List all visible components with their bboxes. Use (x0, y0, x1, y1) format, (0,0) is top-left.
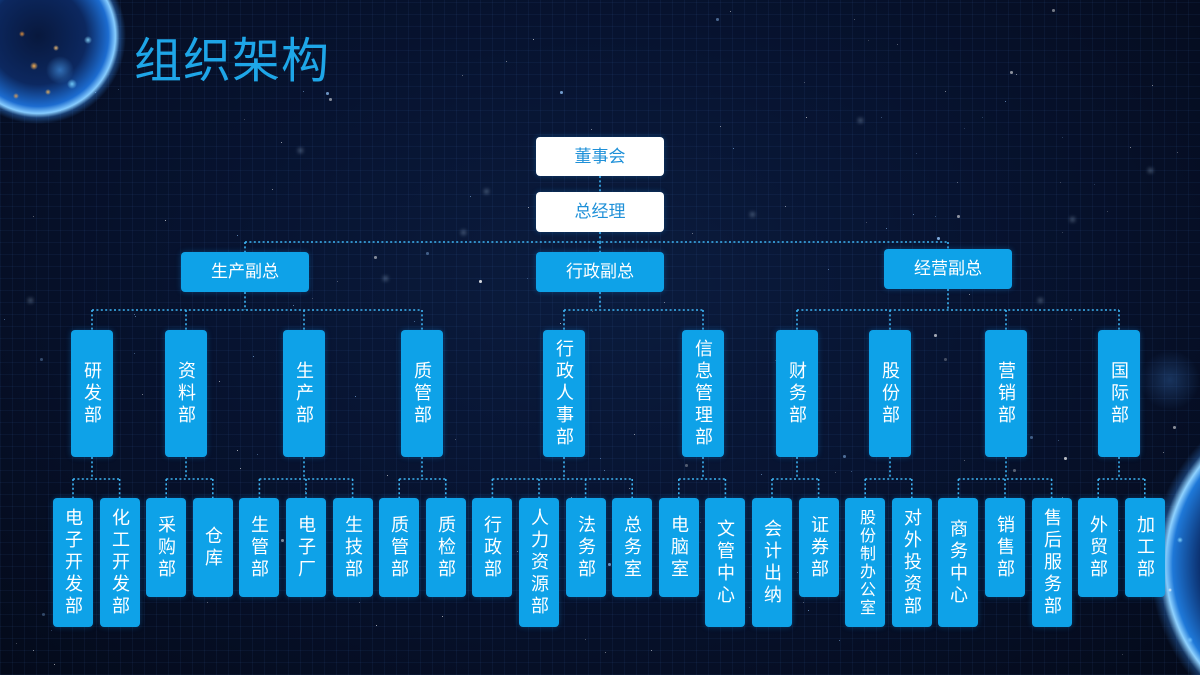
department-label: 国际部 (1109, 360, 1129, 427)
unit-box: 法务部 (566, 498, 606, 597)
department-box: 生产部 (283, 330, 325, 457)
unit-box: 仓库 (193, 498, 233, 597)
unit-label: 质管部 (389, 514, 409, 581)
general-manager-label: 总经理 (574, 202, 626, 221)
vice-president-label: 生产副总 (211, 262, 279, 281)
unit-box: 总务室 (612, 498, 652, 597)
department-label: 财务部 (787, 360, 807, 427)
department-box: 营销部 (985, 330, 1027, 457)
unit-box: 电子厂 (286, 498, 326, 597)
department-label: 研发部 (82, 360, 102, 427)
unit-box: 采购部 (146, 498, 186, 597)
department-label: 营销部 (996, 360, 1016, 427)
unit-label: 电子开发部 (63, 507, 83, 618)
unit-box: 售后服务部 (1032, 498, 1072, 627)
unit-box: 质检部 (426, 498, 466, 597)
unit-box: 销售部 (985, 498, 1025, 597)
department-box: 股份部 (869, 330, 911, 457)
unit-label: 人力资源部 (529, 507, 549, 618)
department-label: 生产部 (294, 360, 314, 427)
unit-box: 文管中心 (705, 498, 745, 627)
vice-president-label: 行政副总 (566, 262, 634, 281)
globe-decoration (0, 0, 150, 135)
unit-label: 质检部 (436, 514, 456, 581)
unit-box: 电子开发部 (53, 498, 93, 627)
department-box: 资料部 (165, 330, 207, 457)
unit-label: 采购部 (156, 514, 176, 581)
unit-label: 生技部 (343, 514, 363, 581)
vice-president-box: 行政副总 (536, 252, 664, 292)
department-box: 财务部 (776, 330, 818, 457)
unit-label: 证券部 (809, 514, 829, 581)
unit-box: 会计出纳 (752, 498, 792, 627)
unit-box: 质管部 (379, 498, 419, 597)
department-label: 股份部 (880, 360, 900, 427)
unit-box: 股份制办公室 (845, 498, 885, 627)
board-box: 董事会 (536, 137, 664, 176)
vice-president-label: 经营副总 (914, 259, 982, 278)
department-box: 研发部 (71, 330, 113, 457)
unit-label: 股份制办公室 (857, 508, 874, 617)
unit-label: 对外投资部 (902, 507, 922, 618)
unit-label: 总务室 (622, 514, 642, 581)
vice-president-box: 经营副总 (884, 249, 1012, 289)
department-box: 信息管理部 (682, 330, 724, 457)
department-label: 信息管理部 (693, 338, 713, 449)
unit-label: 化工开发部 (110, 507, 130, 618)
unit-box: 生管部 (239, 498, 279, 597)
unit-label: 会计出纳 (762, 518, 782, 607)
unit-box: 外贸部 (1078, 498, 1118, 597)
department-box: 质管部 (401, 330, 443, 457)
unit-label: 法务部 (576, 514, 596, 581)
unit-box: 证券部 (799, 498, 839, 597)
unit-label: 电子厂 (296, 514, 316, 581)
unit-box: 人力资源部 (519, 498, 559, 627)
department-label: 行政人事部 (554, 338, 574, 449)
unit-box: 行政部 (472, 498, 512, 597)
unit-box: 加工部 (1125, 498, 1165, 597)
unit-box: 商务中心 (938, 498, 978, 627)
unit-box: 生技部 (333, 498, 373, 597)
unit-label: 外贸部 (1088, 514, 1108, 581)
general-manager-box: 总经理 (536, 192, 664, 232)
department-box: 行政人事部 (543, 330, 585, 457)
unit-label: 电脑室 (669, 514, 689, 581)
unit-label: 销售部 (995, 514, 1015, 581)
unit-label: 加工部 (1135, 514, 1155, 581)
unit-box: 对外投资部 (892, 498, 932, 627)
unit-box: 化工开发部 (100, 498, 140, 627)
department-box: 国际部 (1098, 330, 1140, 457)
department-label: 质管部 (412, 360, 432, 427)
unit-label: 行政部 (482, 514, 502, 581)
vice-president-box: 生产副总 (181, 252, 309, 292)
department-label: 资料部 (176, 360, 196, 427)
unit-label: 商务中心 (948, 518, 968, 607)
board-label: 董事会 (574, 146, 626, 166)
unit-label: 文管中心 (715, 518, 735, 607)
unit-label: 生管部 (249, 514, 269, 581)
unit-label: 仓库 (203, 525, 223, 570)
unit-box: 电脑室 (659, 498, 699, 597)
slide-title: 组织架构 (134, 35, 331, 88)
unit-label: 售后服务部 (1042, 507, 1062, 618)
